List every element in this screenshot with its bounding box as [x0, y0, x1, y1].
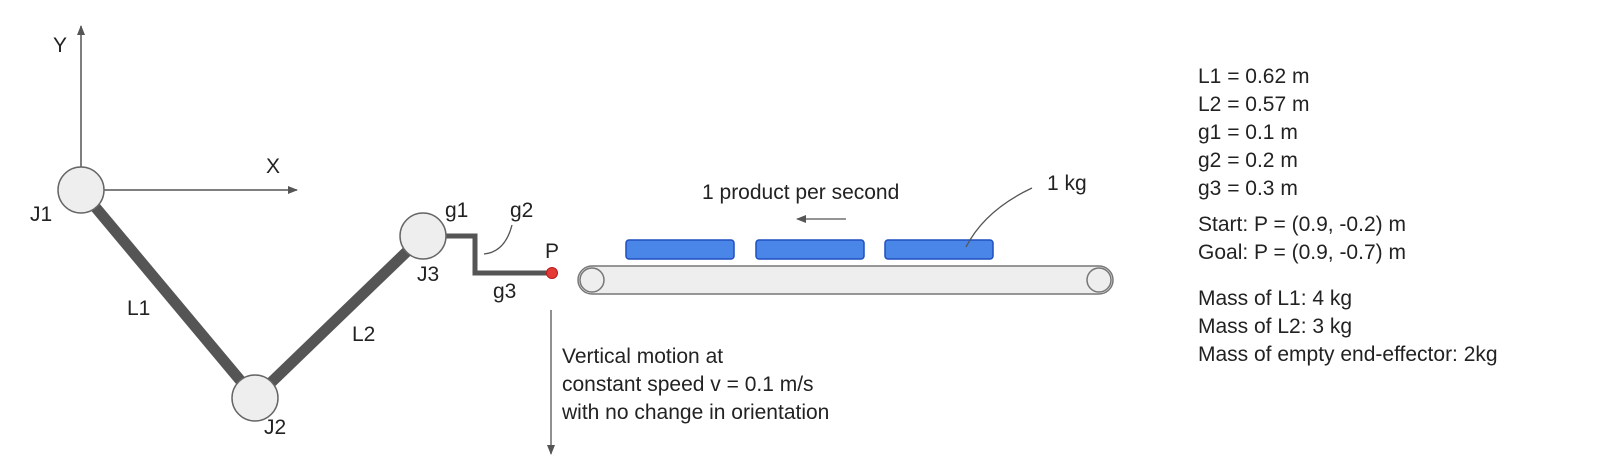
gripper-g1-label: g1 [445, 199, 468, 222]
motion-line-2: constant speed v = 0.1 m/s [562, 373, 814, 396]
joint-j1-label: J1 [30, 203, 52, 226]
product-box [884, 239, 994, 260]
param-g2: g2 = 0.2 m [1198, 149, 1298, 172]
gripper-g3-label: g3 [493, 280, 516, 303]
parameters-panel: L1 = 0.62 m L2 = 0.57 m g1 = 0.1 m g2 = … [1198, 63, 1498, 377]
mass-l2: Mass of L2: 3 kg [1198, 315, 1353, 338]
product-mass-leader-line [965, 187, 1033, 248]
dimensions-group: L1 = 0.62 m L2 = 0.57 m g1 = 0.1 m g2 = … [1198, 63, 1498, 203]
start-position: Start: P = (0.9, -0.2) m [1198, 213, 1406, 236]
link-l2 [251, 232, 427, 402]
conveyor-rate-label: 1 product per second [702, 181, 899, 204]
product-box [755, 239, 865, 260]
gripper [423, 233, 553, 276]
gripper-g2-label: g2 [510, 199, 533, 222]
conveyor-belt [577, 265, 1114, 295]
joint-j2 [231, 374, 279, 422]
point-p-label: P [545, 240, 559, 263]
product-mass-label: 1 kg [1047, 172, 1087, 195]
joint-j3-label: J3 [417, 263, 439, 286]
y-axis-label: Y [53, 34, 67, 57]
positions-group: Start: P = (0.9, -0.2) m Goal: P = (0.9,… [1198, 211, 1498, 267]
joint-j1 [57, 166, 105, 214]
param-l2: L2 = 0.57 m [1198, 93, 1310, 116]
product-box [625, 239, 735, 260]
mass-end-effector: Mass of empty end-effector: 2kg [1198, 343, 1498, 366]
goal-position: Goal: P = (0.9, -0.7) m [1198, 241, 1406, 264]
param-l1: L1 = 0.62 m [1198, 65, 1310, 88]
mass-l1: Mass of L1: 4 kg [1198, 287, 1353, 310]
joint-j3 [399, 212, 447, 260]
conveyor-roller-right [1086, 267, 1112, 293]
param-g1: g1 = 0.1 m [1198, 121, 1298, 144]
joint-j2-label: J2 [264, 416, 286, 439]
link-l2-label: L2 [352, 323, 375, 346]
param-g3: g3 = 0.3 m [1198, 177, 1298, 200]
motion-line-3: with no change in orientation [561, 401, 829, 424]
g2-leader-line [483, 224, 513, 255]
link-l1 [76, 186, 260, 402]
motion-line-1: Vertical motion at [562, 345, 723, 368]
link-l1-label: L1 [127, 297, 150, 320]
x-axis-label: X [266, 155, 280, 178]
masses-group: Mass of L1: 4 kg Mass of L2: 3 kg Mass o… [1198, 285, 1498, 369]
end-effector-point [546, 267, 558, 279]
conveyor-roller-left [579, 267, 605, 293]
